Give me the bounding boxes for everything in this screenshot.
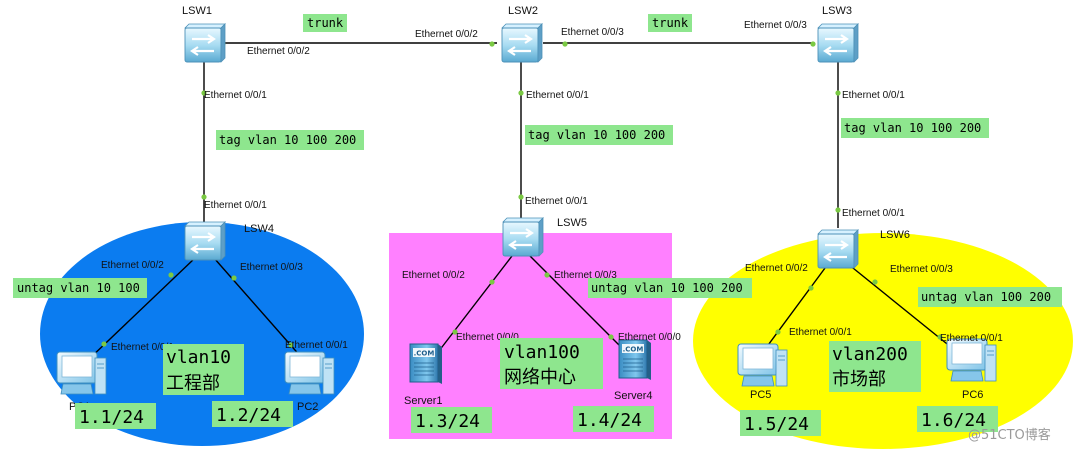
link-lsw5-server1 (431, 255, 513, 361)
port-label: Ethernet 0/0/1 (526, 90, 589, 101)
tag-vlan-label: tag vlan 10 100 200 (219, 133, 356, 147)
device-label-server4: Server4 (614, 390, 653, 402)
device-label-pc2: PC2 (297, 401, 318, 413)
port-label: Ethernet 0/0/3 (744, 20, 807, 31)
server-icon (409, 343, 443, 385)
device-label-lsw6: LSW6 (880, 229, 910, 241)
pc-pc2[interactable]: PC2 (284, 351, 335, 413)
ip-address-label: 1.5/24 (744, 414, 809, 435)
ip-address-label: 1.3/24 (415, 411, 480, 432)
switch-icon (816, 228, 860, 270)
switch-lsw4[interactable]: LSW4 (183, 220, 274, 262)
trunk-label: trunk (652, 16, 689, 30)
device-label-server1: Server1 (404, 395, 443, 407)
switch-icon (183, 22, 227, 64)
vlan-title: vlan200 (832, 344, 908, 365)
port-label: Ethernet 0/0/1 (285, 340, 348, 351)
port-labels: Ethernet 0/0/2 Ethernet 0/0/2 Ethernet 0… (101, 20, 1003, 353)
untag-vlan-label: untag vlan 10 100 (17, 281, 140, 295)
port-label: Ethernet 0/0/3 (561, 27, 624, 38)
port-label: Ethernet 0/0/1 (111, 342, 174, 353)
switch-icon (183, 220, 227, 262)
link-lsw6-pc6 (847, 263, 963, 357)
tag-vlan-label: tag vlan 10 100 200 (844, 121, 981, 135)
port-label: Ethernet 0/0/3 (240, 262, 303, 273)
port-label: Ethernet 0/0/3 (890, 264, 953, 275)
switch-icon (501, 216, 545, 258)
server-server1[interactable]: Server1 (404, 343, 443, 407)
port-label: Ethernet 0/0/1 (204, 200, 267, 211)
port-label: Ethernet 0/0/2 (247, 46, 310, 57)
device-label-lsw1: LSW1 (182, 5, 212, 17)
links (87, 42, 963, 361)
device-label-lsw4: LSW4 (244, 223, 274, 235)
port-label: Ethernet 0/0/1 (940, 333, 1003, 344)
port-label: Ethernet 0/0/1 (842, 208, 905, 219)
untag-vlan-label: untag vlan 10 100 200 (591, 281, 743, 295)
address-labels: 1.1/24 1.2/24 1.3/24 1.4/24 1.5/24 1.6/2… (75, 401, 998, 436)
zone-titles: vlan10 工程部 vlan100 网络中心 vlan200 市场部 (163, 338, 921, 395)
port-label: Ethernet 0/0/1 (204, 90, 267, 101)
untag-vlan-label: untag vlan 100 200 (921, 290, 1051, 304)
ip-address-label: 1.4/24 (577, 410, 642, 431)
pc-icon (946, 338, 997, 382)
vlan-title: vlan100 (504, 342, 580, 363)
port-label: Ethernet 0/0/2 (101, 260, 164, 271)
ip-address-label: 1.2/24 (216, 405, 281, 426)
port-label: Ethernet 0/0/0 (456, 332, 519, 343)
switch-icon (500, 22, 544, 64)
tag-vlan-label: tag vlan 10 100 200 (528, 128, 665, 142)
device-label-lsw5: LSW5 (557, 217, 587, 229)
port-label: Ethernet 0/0/1 (525, 196, 588, 207)
department-title: 工程部 (166, 373, 220, 394)
link-lsw6-pc5 (759, 263, 829, 357)
switch-icon (816, 22, 860, 64)
trunk-label: trunk (307, 16, 344, 30)
server-server4[interactable]: Server4 (614, 339, 653, 402)
server-icon (618, 339, 652, 381)
port-label: Ethernet 0/0/1 (842, 90, 905, 101)
pc-icon (737, 343, 788, 387)
switch-lsw1[interactable]: LSW1 (182, 5, 227, 64)
device-label-pc6: PC6 (962, 389, 983, 401)
device-label-lsw2: LSW2 (508, 5, 538, 17)
port-label: Ethernet 0/0/2 (402, 270, 465, 281)
link-lsw4-pc2 (213, 257, 303, 359)
port-label: Ethernet 0/0/2 (745, 263, 808, 274)
ip-address-label: 1.6/24 (921, 410, 986, 431)
vlan-title: vlan10 (166, 347, 231, 368)
department-title: 市场部 (832, 369, 886, 390)
pc-pc5[interactable]: PC5 (737, 343, 788, 401)
switch-lsw6[interactable]: LSW6 (816, 228, 910, 270)
port-label: Ethernet 0/0/2 (415, 29, 478, 40)
vlan100-zone (389, 233, 672, 439)
device-label-pc5: PC5 (750, 389, 771, 401)
department-title: 网络中心 (504, 367, 576, 388)
device-label-lsw3: LSW3 (822, 5, 852, 17)
switch-lsw3[interactable]: LSW3 (816, 5, 860, 64)
port-label: Ethernet 0/0/3 (554, 270, 617, 281)
port-label: Ethernet 0/0/0 (618, 332, 681, 343)
pc-icon (56, 351, 107, 395)
pc-icon (284, 351, 335, 395)
watermark: @51CTO博客 (968, 427, 1051, 443)
switch-lsw2[interactable]: LSW2 (500, 5, 544, 64)
ip-address-label: 1.1/24 (79, 407, 144, 428)
port-label: Ethernet 0/0/1 (789, 327, 852, 338)
pc-pc6[interactable]: PC6 (946, 338, 997, 401)
switch-lsw5[interactable]: LSW5 (501, 216, 587, 258)
link-config-labels: trunk trunk tag vlan 10 100 200 tag vlan… (13, 14, 1062, 307)
